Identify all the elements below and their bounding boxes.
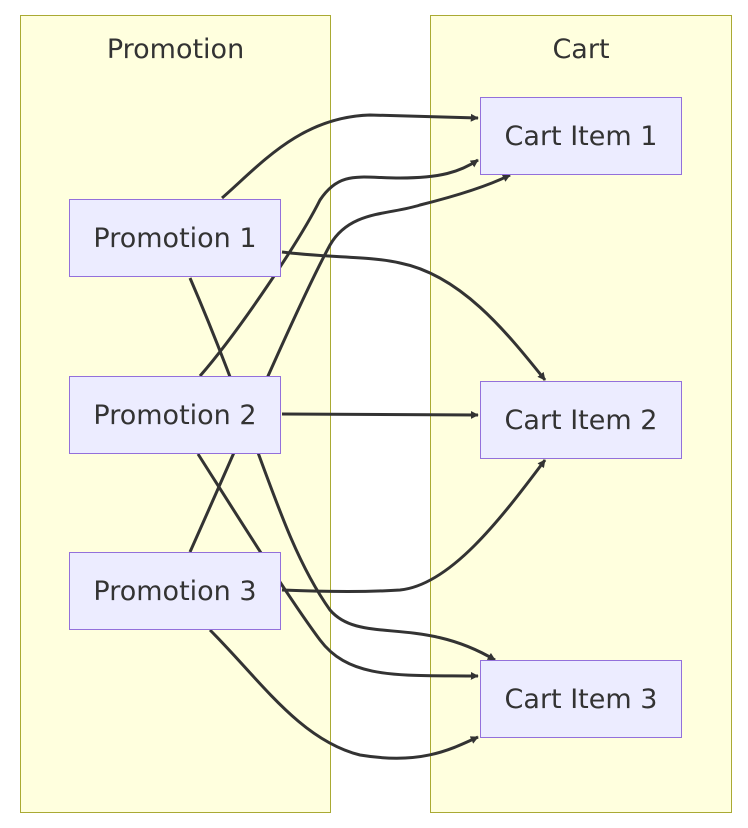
node-promotion-3-label: Promotion 3 bbox=[93, 575, 257, 607]
node-cart-item-2-label: Cart Item 2 bbox=[504, 404, 658, 436]
node-cart-item-2: Cart Item 2 bbox=[480, 381, 682, 459]
node-cart-item-1-label: Cart Item 1 bbox=[504, 120, 658, 152]
node-promotion-1-label: Promotion 1 bbox=[93, 222, 257, 254]
node-promotion-2-label: Promotion 2 bbox=[93, 399, 257, 431]
node-promotion-3: Promotion 3 bbox=[69, 552, 281, 630]
node-cart-item-1: Cart Item 1 bbox=[480, 97, 682, 175]
node-cart-item-3-label: Cart Item 3 bbox=[504, 683, 658, 715]
promotion-cluster-title: Promotion bbox=[106, 34, 245, 65]
cart-cluster-title: Cart bbox=[552, 34, 610, 65]
node-promotion-2: Promotion 2 bbox=[69, 376, 281, 454]
node-cart-item-3: Cart Item 3 bbox=[480, 660, 682, 738]
node-promotion-1: Promotion 1 bbox=[69, 199, 281, 277]
